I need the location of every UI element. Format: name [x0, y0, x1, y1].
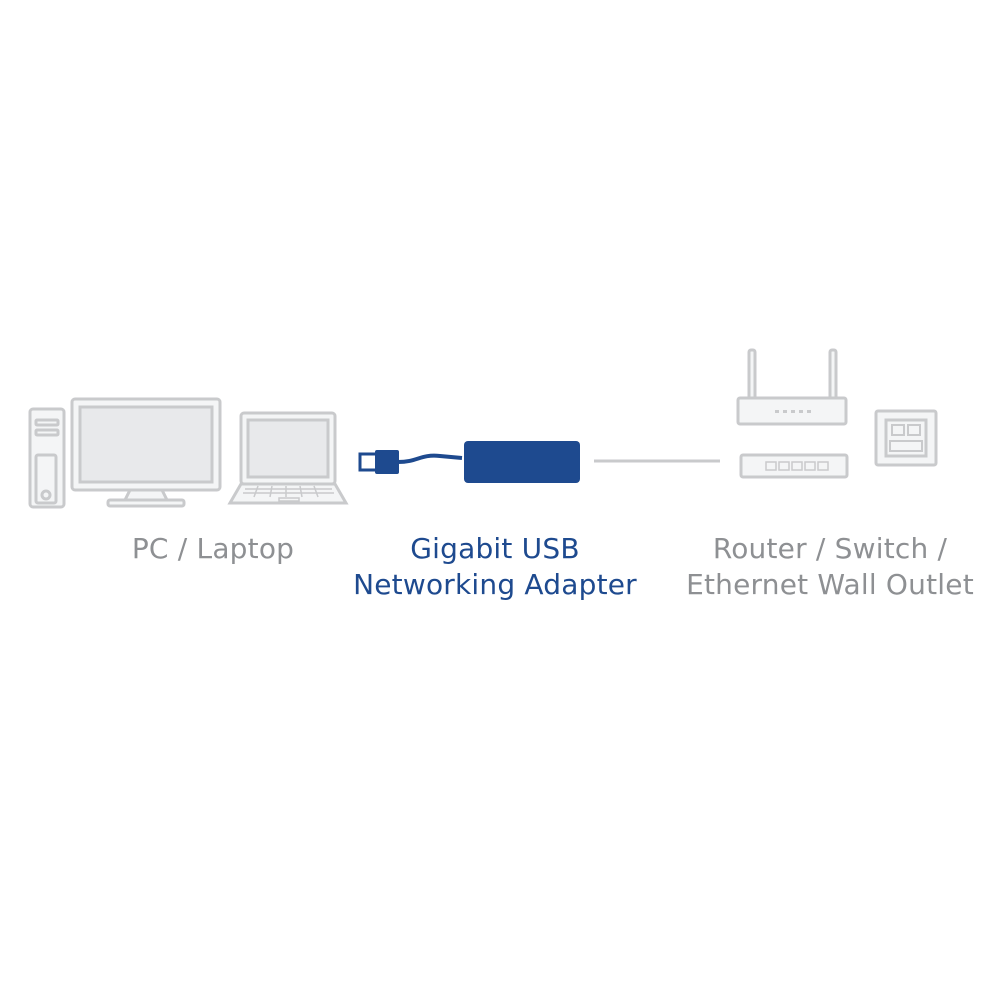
network-label-line1: Router / Switch / [712, 532, 948, 565]
pc-laptop-label: PC / Laptop [88, 531, 338, 567]
switch-icon [739, 453, 849, 479]
pc-laptop-label-text: PC / Laptop [131, 532, 295, 565]
monitor-icon [70, 397, 222, 508]
network-label-line2: Ethernet Wall Outlet [686, 568, 974, 601]
adapter-label-line1: Gigabit USB [410, 532, 580, 565]
adapter-label: Gigabit USB Networking Adapter [320, 531, 670, 603]
wall-outlet-icon [874, 409, 938, 467]
router-icon [736, 348, 848, 426]
desktop-tower-icon [28, 407, 66, 509]
adapter-label-line2: Networking Adapter [353, 568, 637, 601]
usb-adapter-icon [358, 441, 580, 483]
network-label: Router / Switch / Ethernet Wall Outlet [660, 531, 1000, 603]
laptop-icon [227, 411, 349, 505]
